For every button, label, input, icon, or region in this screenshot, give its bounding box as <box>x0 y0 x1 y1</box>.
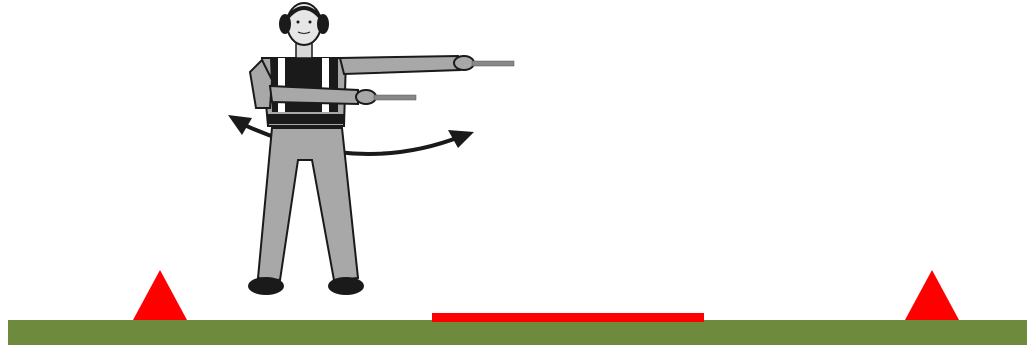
right-arm-upper <box>340 56 460 74</box>
motion-arrow-icon <box>228 115 474 154</box>
left-arm-forearm <box>270 86 358 104</box>
right-boot <box>328 277 364 295</box>
ear-protector <box>279 14 291 34</box>
right-hand <box>454 56 474 70</box>
vest-stripe <box>278 58 285 112</box>
ear-protector <box>317 14 329 34</box>
wand-icon <box>472 61 514 66</box>
left-hand <box>356 90 376 104</box>
figure-head <box>279 3 329 58</box>
wand-icon <box>374 95 416 100</box>
left-boot <box>248 277 284 295</box>
belt <box>268 114 344 124</box>
